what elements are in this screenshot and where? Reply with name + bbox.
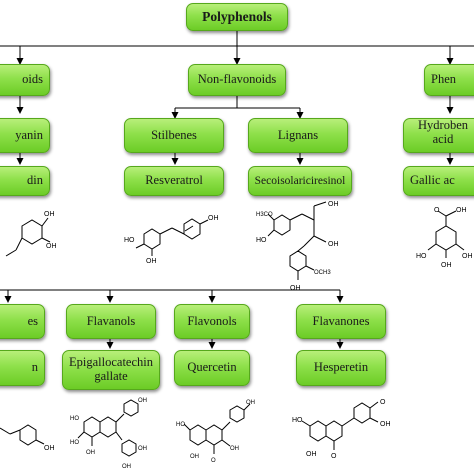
flavonoids-label: oids: [22, 72, 43, 87]
flavonols-node: Flavonols: [174, 304, 250, 339]
non-flavonoids-node: Non-flavonoids: [188, 64, 286, 96]
polyphenols-node: Polyphenols: [186, 3, 288, 31]
egcg-ho-2: HO: [70, 440, 79, 446]
resveratrol-label: Resveratrol: [145, 173, 203, 188]
egcg-structure: OH HO HO OH OH OH: [70, 398, 147, 470]
egcg-oh-2: OH: [86, 450, 95, 456]
secoiso-h3co: H3CO: [256, 212, 273, 218]
gallic-acid-label: Gallic ac: [410, 173, 455, 188]
hesperetin-oh-2: OH: [306, 451, 317, 458]
egcg-oh-3: OH: [138, 446, 147, 452]
anthocyanin-node-clipped: yanin: [0, 118, 50, 153]
flavanones-label: Flavanones: [312, 313, 370, 328]
egcg-oh-4: OH: [122, 464, 131, 470]
flavonoid-class-label: es: [27, 313, 38, 328]
resveratrol-ho: HO: [124, 237, 135, 244]
secoiso-oh-3: OH: [290, 285, 301, 292]
secoiso-oh-2: OH: [328, 241, 339, 248]
cyanidin-label: din: [27, 173, 43, 188]
hydroxybenzoic-label-line2: acid: [432, 131, 454, 146]
egcg-ho-1: HO: [70, 416, 79, 422]
hydroxybenzoic-acid-node-clipped: Hydroben acid: [403, 118, 474, 153]
flavonoid-class-node-clipped: es: [0, 304, 45, 339]
non-flavonoids-label: Non-flavonoids: [197, 72, 277, 87]
phenolic-acids-label: Phen: [431, 72, 456, 87]
quercetin-node: Quercetin: [174, 350, 250, 386]
flavanols-node: Flavanols: [66, 304, 156, 339]
flavonoid-example-label: n: [31, 360, 38, 375]
secoiso-och3: OCH3: [314, 270, 331, 276]
phenolic-acids-node-clipped: Phen: [424, 64, 474, 96]
quercetin-oh-2: OH: [230, 446, 239, 452]
hydroxybenzoic-label-line1: Hydroben: [418, 118, 468, 132]
resveratrol-structure: OH HO OH: [124, 215, 219, 264]
quercetin-label: Quercetin: [187, 360, 237, 375]
hesperetin-och3: O: [380, 399, 386, 406]
cyanidin-oh-2: OH: [46, 243, 57, 250]
gallic-oh-2: OH: [441, 262, 452, 269]
secoiso-ho: HO: [256, 237, 267, 244]
cyanidin-oh-1: OH: [44, 211, 55, 218]
gallic-oh-3: OH: [462, 253, 473, 260]
egcg-label-line2: gallate: [94, 369, 128, 383]
quercetin-oh-3: OH: [190, 454, 199, 460]
egcg-oh-1: OH: [138, 398, 147, 404]
flavone-structure-clipped: OH: [0, 424, 55, 452]
gallic-oh-1: OH: [456, 207, 467, 214]
flavanols-label: Flavanols: [86, 313, 136, 328]
cyanidin-node-clipped: din: [0, 166, 50, 196]
secoisolariciresinol-node: Secoisolariciresinol: [248, 166, 352, 196]
quercetin-ho: HO: [176, 422, 185, 428]
flavonols-label: Flavonols: [187, 313, 237, 328]
stilbenes-node: Stilbenes: [124, 118, 224, 153]
hesperetin-o: O: [331, 453, 337, 460]
flavanones-node: Flavanones: [296, 304, 386, 339]
gallic-ho: HO: [416, 253, 427, 260]
secoisolariciresinol-label: Secoisolariciresinol: [254, 174, 346, 187]
gallic-o: O: [434, 207, 440, 214]
flavone-oh: OH: [44, 445, 55, 452]
quercetin-structure: OH HO OH O OH: [176, 400, 255, 464]
secoisolariciresinol-structure: OH OH H3CO HO OCH3 OH: [256, 201, 339, 292]
gallic-acid-structure: O OH HO OH OH: [416, 207, 473, 269]
hesperetin-ho: HO: [292, 417, 303, 424]
quercetin-o: O: [211, 458, 216, 464]
secoiso-oh-1: OH: [328, 201, 339, 208]
cyanidin-structure: OH OH: [5, 211, 57, 257]
hesperetin-node: Hesperetin: [296, 350, 386, 386]
quercetin-oh-1: OH: [246, 400, 255, 406]
resveratrol-oh-1: OH: [208, 215, 219, 222]
hesperetin-oh-1: OH: [380, 421, 391, 428]
epigallocatechin-gallate-node: Epigallocatechin gallate: [62, 350, 160, 390]
gallic-acid-node-clipped: Gallic ac: [403, 166, 474, 196]
lignans-node: Lignans: [248, 118, 348, 153]
flavonoid-example-node-clipped: n: [0, 350, 45, 386]
flavonoids-node-clipped: oids: [0, 64, 50, 96]
polyphenols-label: Polyphenols: [202, 8, 272, 24]
stilbenes-label: Stilbenes: [151, 127, 197, 142]
egcg-label-line1: Epigallocatechin: [69, 355, 153, 370]
hesperetin-structure: O OH HO OH O: [292, 399, 391, 460]
anthocyanin-label: yanin: [15, 127, 43, 142]
hesperetin-label: Hesperetin: [313, 360, 369, 375]
resveratrol-oh-2: OH: [146, 258, 157, 264]
resveratrol-node: Resveratrol: [124, 166, 224, 196]
lignans-label: Lignans: [277, 127, 319, 142]
